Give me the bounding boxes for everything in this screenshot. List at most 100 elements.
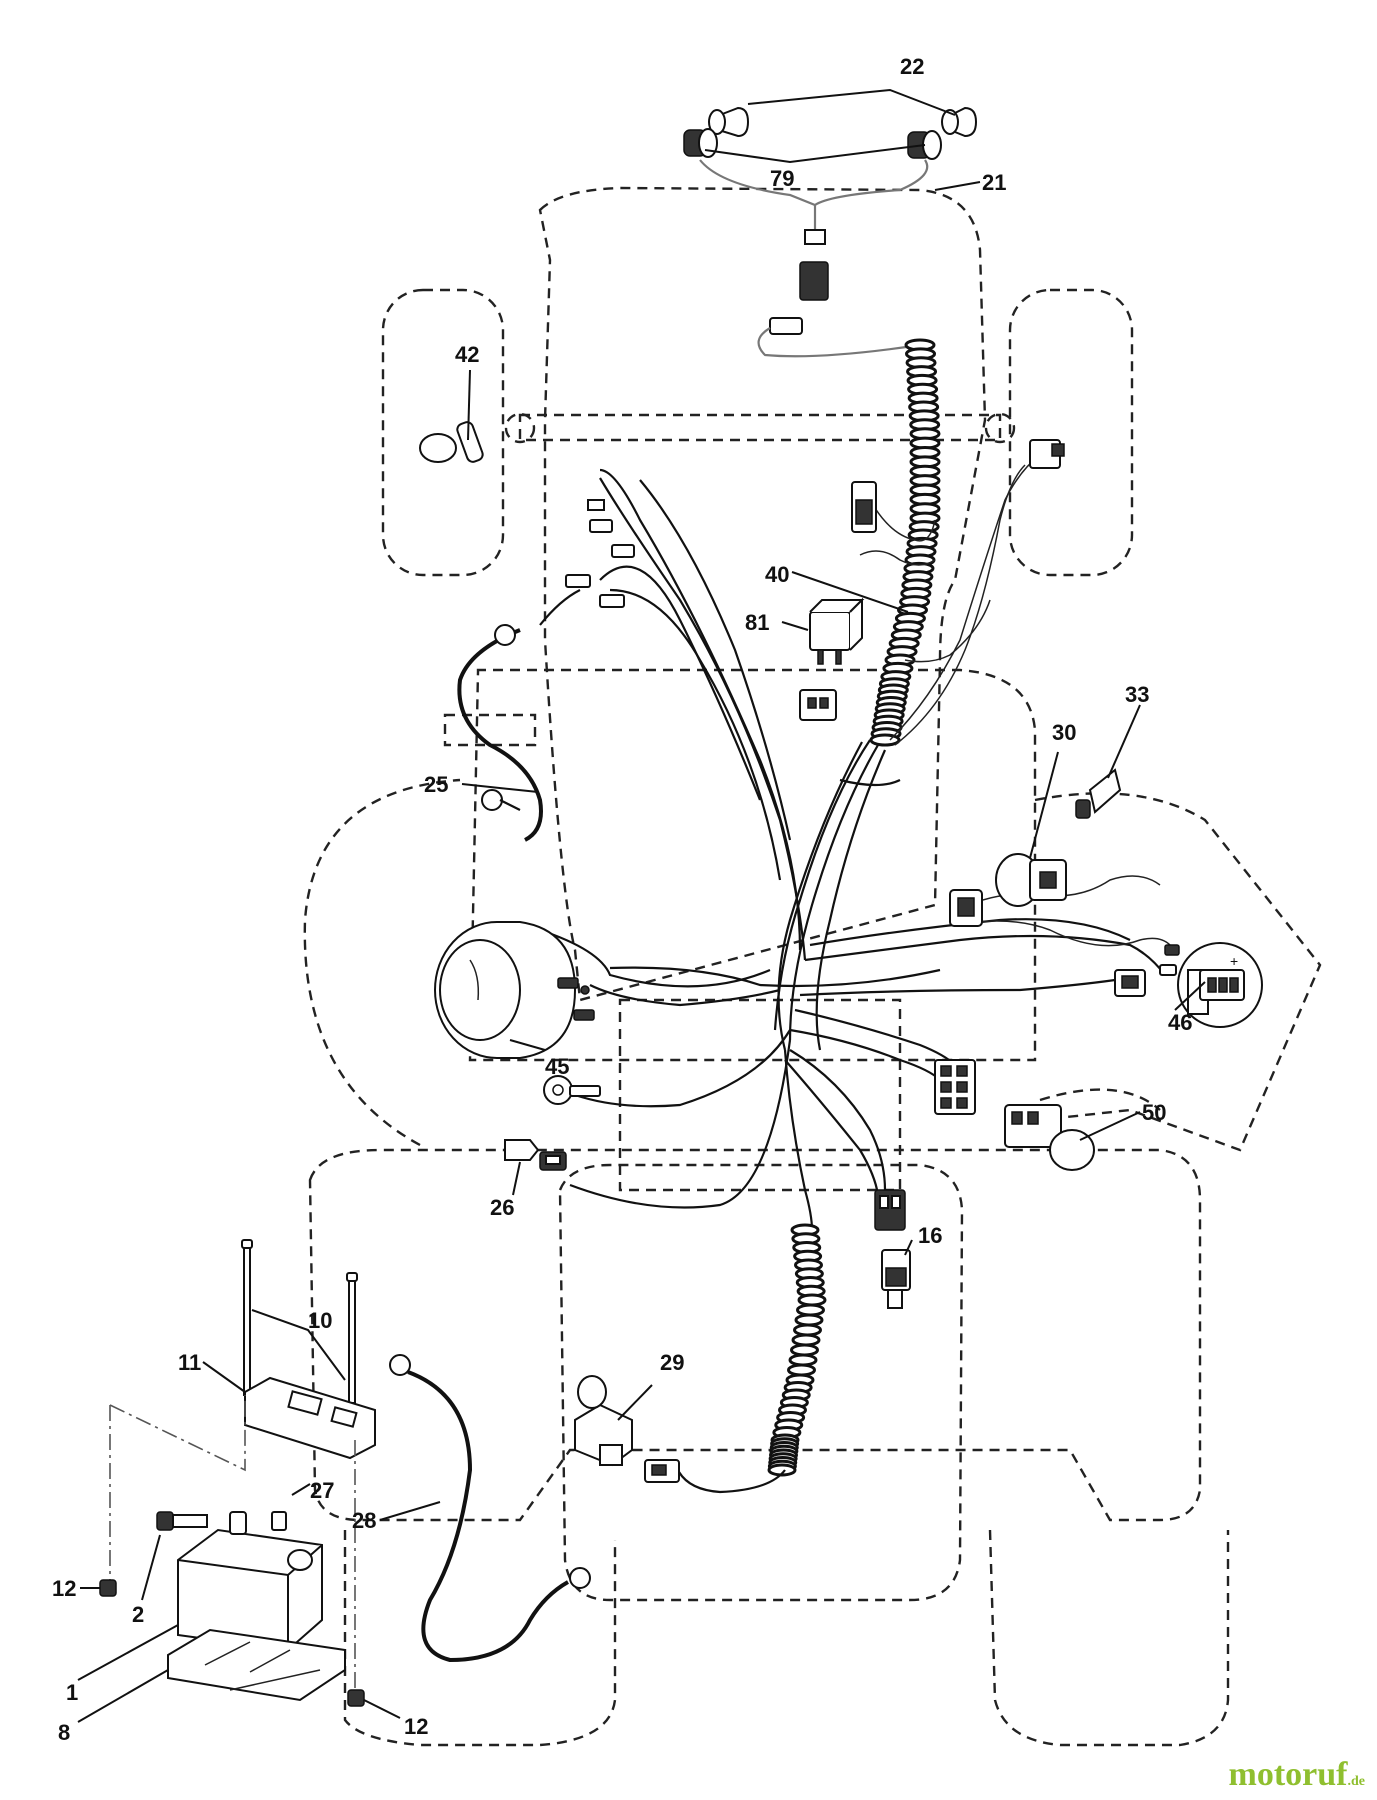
headlight-connector-icon: [799, 261, 829, 301]
wire-right-branch-c: [809, 918, 1131, 947]
front-left-tire: [381, 288, 505, 577]
watermark-logo[interactable]: motoruf.de: [1229, 1756, 1365, 1794]
bracket-outline: [443, 713, 537, 747]
loom-coil-ring: [796, 1303, 825, 1317]
terminal-g-icon: [1164, 944, 1180, 956]
callout-81: 81: [745, 610, 769, 635]
harness-plug: [769, 317, 803, 335]
svg-text:+: +: [1230, 953, 1238, 969]
callout-8: 8: [58, 1720, 70, 1745]
key-switch-30-icon: [995, 853, 1067, 907]
terminal-f-icon: [1159, 964, 1177, 976]
callout-21: 21: [982, 170, 1006, 195]
wire-right-branch-b: [804, 934, 1166, 976]
seat-switch-icon: [1029, 439, 1065, 469]
harness-branch-left-lug-2: [599, 565, 762, 801]
solenoid-29-icon: [574, 1375, 633, 1467]
tractor-outline: [303, 186, 1322, 1747]
wire-solenoid: [678, 1469, 786, 1494]
callout-12a: 12: [52, 1576, 76, 1601]
wire-upper-plug: [869, 499, 936, 542]
loom-coil-ring: [794, 1313, 824, 1327]
wire-to-loom-lower: [783, 1049, 814, 1231]
harness-trunk-3: [777, 741, 863, 1051]
wire-ammeter-b: [589, 984, 781, 1007]
harness-branch-upper-mid: [639, 479, 792, 841]
leader-26: [512, 1161, 521, 1196]
terminal-a-icon: [589, 519, 613, 533]
ignition-switch-50-icon: [1004, 1104, 1095, 1171]
terminal-h-icon: [557, 977, 579, 989]
wire-ring-lug-top: [539, 589, 581, 626]
connector-right-icon: [1114, 969, 1146, 997]
connector-26-icon: [504, 1139, 567, 1171]
headlight-socket-left-icon: [683, 128, 718, 158]
loom-coil-ring: [790, 1343, 819, 1357]
harness-branch-upper-left: [599, 468, 802, 951]
battery-tray-8-icon: [167, 1628, 346, 1702]
harness-junction-icon: [949, 889, 983, 927]
switch-plug-icon: [851, 481, 877, 533]
seat-outline: [558, 1163, 964, 1602]
leader-21: [934, 181, 981, 191]
callout-11: 11: [178, 1350, 201, 1375]
terminal-i-icon: [573, 1009, 595, 1021]
deck-outline-left: [303, 778, 461, 1147]
terminal-c-icon: [565, 574, 591, 588]
wire-right-switch-2: [894, 464, 1026, 746]
leader-16: [904, 1239, 913, 1256]
wire-key-switch: [949, 875, 1161, 916]
terminal-bolt-2-icon: [156, 1511, 208, 1531]
rear-body-outline: [308, 1148, 1202, 1522]
leader-46: [1174, 981, 1206, 1011]
callout-46: 46: [1168, 1010, 1192, 1035]
wire-right-branch-a: [609, 966, 941, 988]
rear-left-tire: [343, 1530, 617, 1747]
solenoid-connector-icon: [644, 1459, 680, 1483]
callout-40: 40: [765, 562, 789, 587]
leader-40: [791, 571, 909, 613]
loom-coil-ring: [797, 1293, 827, 1307]
connector-16-icon: [874, 1189, 911, 1309]
wire-relay-plug: [839, 778, 901, 787]
callout-45: 45: [545, 1054, 569, 1079]
battery-hold-down-11-icon: [244, 1376, 376, 1460]
hour-meter-46-icon: +: [1177, 942, 1263, 1028]
callout-29: 29: [660, 1350, 684, 1375]
leader-8: [77, 1669, 169, 1723]
front-axle-outline: [518, 413, 1002, 442]
wire-connector-26: [569, 1039, 792, 1209]
harness-trunk-1: [773, 739, 871, 1031]
axle-pivot-right: [984, 412, 1016, 444]
leader-50: [1079, 1111, 1141, 1141]
leader-45: [509, 1039, 546, 1051]
wire-loom-40: [869, 338, 941, 747]
battery-cable-28: [389, 1354, 591, 1663]
relay-81-icon: [809, 597, 865, 665]
battery-1-icon: [177, 1511, 323, 1652]
headlight-assembly: [683, 88, 981, 358]
harness-clip: [804, 229, 826, 245]
terminal-connectors: [565, 499, 635, 608]
loom-coil-ring: [793, 1323, 822, 1337]
headlight-harness-wire: [699, 159, 929, 207]
callout-42: 42: [455, 342, 479, 367]
leader-42: [467, 369, 471, 441]
relay-connector-icon: [799, 689, 837, 721]
harness-trunk-4: [815, 749, 887, 1051]
hood-outline: [538, 186, 987, 1002]
wire-to-connector-16: [789, 1049, 887, 1191]
wire-to-connector-8pin: [789, 1028, 941, 1081]
leader-25: [461, 783, 539, 793]
battery-bolts-10-icon: [241, 1239, 358, 1404]
leader-33: [1107, 704, 1141, 779]
headlight-bulb-left-icon: [708, 106, 750, 138]
callout-79: 79: [770, 166, 794, 191]
terminal-d-icon: [599, 594, 625, 608]
wire-right-side: [904, 599, 991, 663]
wire-relay-81: [859, 550, 936, 566]
cage-nut-12a-icon: [99, 1579, 117, 1597]
callout-26: 26: [490, 1195, 514, 1220]
ammeter-45-icon: [434, 921, 590, 1059]
